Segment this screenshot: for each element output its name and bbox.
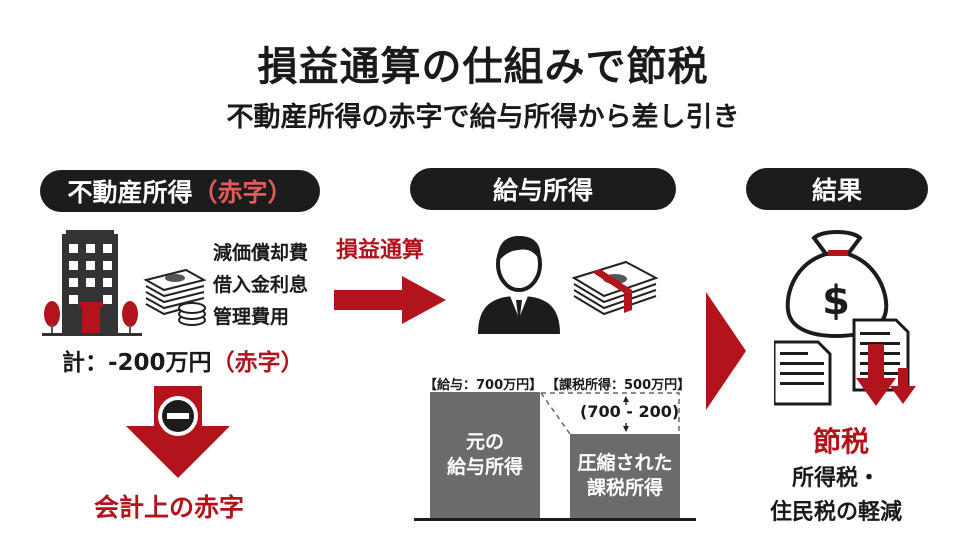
page-subtitle: 不動産所得の赤字で給与所得から差し引き: [226, 102, 740, 133]
result-line-2: 住民税の軽減: [770, 500, 903, 525]
loss-offset-label: 損益通算: [336, 238, 425, 263]
building-icon: [42, 230, 142, 336]
salary-header: 給与所得: [410, 168, 676, 210]
real-estate-total: 計：-200万円（赤字）: [62, 343, 304, 377]
salary-amount-label: 【給与：700万円】: [424, 378, 543, 393]
expense-interest: 借入金利息: [213, 274, 309, 296]
expense-management: 管理費用: [213, 306, 290, 328]
result-line-1: 所得税・: [792, 466, 881, 491]
businessperson-icon: [478, 236, 560, 334]
svg-text:$: $: [822, 278, 850, 324]
real-estate-header-red: （赤字）: [192, 178, 293, 207]
result-header: 結果: [746, 168, 928, 210]
chevron-right-icon: [706, 292, 746, 410]
original-salary-bar: 元の 給与所得: [430, 392, 540, 518]
accounting-loss-label: 会計上の赤字: [94, 493, 245, 522]
original-salary-line-2: 給与所得: [446, 456, 523, 478]
reduced-taxable-line-2: 課税所得: [586, 477, 663, 499]
page-title: 損益通算の仕組みで節税: [257, 44, 709, 90]
banknote-bundle-icon: [571, 260, 659, 316]
taxable-income-label: 【課税所得：500万円】: [546, 378, 691, 393]
reduced-taxable-bar: 圧縮された 課税所得: [570, 434, 680, 518]
tax-saving-label: 節税: [813, 425, 870, 458]
chart-baseline: [414, 518, 696, 521]
reduced-taxable-line-1: 圧縮された: [577, 452, 673, 475]
money-bag-documents-icon: $: [774, 230, 916, 406]
money-coins-icon: [143, 268, 207, 326]
real-estate-header: 不動産所得（赤字）: [40, 170, 320, 212]
original-salary-line-1: 元の: [465, 431, 504, 454]
right-arrow-icon: [334, 276, 446, 324]
total-text: 計：-200万円: [62, 350, 212, 376]
expense-depreciation: 減価償却費: [213, 242, 309, 264]
down-arrow-minus-icon: [126, 386, 230, 478]
total-red-text: （赤字）: [211, 350, 304, 376]
reduction-dashed-outline: [540, 392, 680, 435]
result-header-text: 結果: [811, 176, 862, 205]
salary-header-text: 給与所得: [492, 176, 593, 205]
difference-formula: (700 - 200): [580, 402, 680, 421]
real-estate-header-text: 不動産所得: [67, 178, 193, 207]
